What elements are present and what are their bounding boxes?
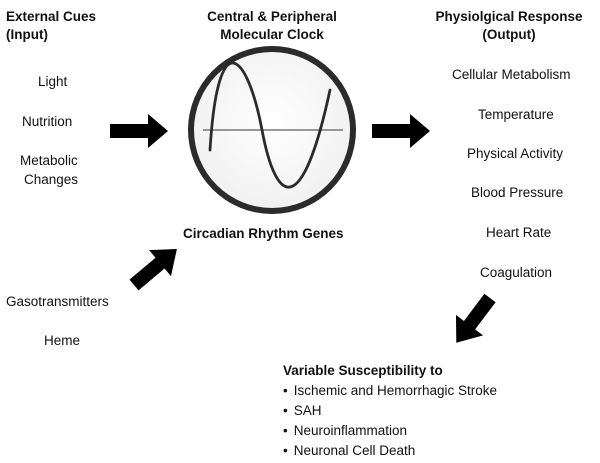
input-item-light: Light <box>38 74 68 89</box>
output-item-heart-rate: Heart Rate <box>486 225 552 240</box>
outputs-heading-line1: Physiolgical Response <box>435 9 583 24</box>
susceptibility-item-neuroinflammation: Neuroinflammation <box>283 421 497 441</box>
arrow-input-to-clock-icon <box>110 114 168 148</box>
input-item-metabolic: Metabolic <box>20 153 78 168</box>
clock-heading-line2: Molecular Clock <box>220 27 324 42</box>
outputs-heading-line2: (Output) <box>482 27 536 42</box>
output-item-temperature: Temperature <box>478 107 554 122</box>
input-item-nutrition: Nutrition <box>22 114 73 129</box>
inputs-heading-line2: (Input) <box>6 27 48 42</box>
susceptibility-item-cell-death: Neuronal Cell Death <box>283 441 497 461</box>
inputs-heading: External Cues (Input) <box>6 8 96 44</box>
clock-heading-line1: Central & Peripheral <box>207 9 337 24</box>
arrow-output-to-susceptibility-icon <box>455 293 496 343</box>
output-item-cellular-metabolism: Cellular Metabolism <box>452 67 571 82</box>
molecular-clock-icon <box>188 46 356 214</box>
arrow-clock-to-output-icon <box>372 114 430 148</box>
susceptibility-item-stroke: Ischemic and Hemorrhagic Stroke <box>283 381 497 401</box>
clock-heading: Central & Peripheral Molecular Clock <box>182 8 362 44</box>
outputs-heading: Physiolgical Response (Output) <box>420 8 598 44</box>
modulator-item-heme: Heme <box>44 333 81 348</box>
input-item-changes: Changes <box>24 172 79 187</box>
arrow-modulators-to-clock-icon <box>129 249 177 291</box>
susceptibility-list: Ischemic and Hemorrhagic Stroke SAH Neur… <box>283 381 497 461</box>
output-item-physical-activity: Physical Activity <box>467 146 564 161</box>
susceptibility-heading: Variable Susceptibility to <box>283 363 443 378</box>
circadian-genes-label: Circadian Rhythm Genes <box>183 226 344 241</box>
output-item-blood-pressure: Blood Pressure <box>471 185 564 200</box>
output-item-coagulation: Coagulation <box>480 265 553 280</box>
sine-wave-icon <box>208 61 332 189</box>
susceptibility-item-sah: SAH <box>283 401 497 421</box>
inputs-heading-line1: External Cues <box>6 9 97 24</box>
modulator-item-gasotransmitters: Gasotransmitters <box>6 294 109 309</box>
